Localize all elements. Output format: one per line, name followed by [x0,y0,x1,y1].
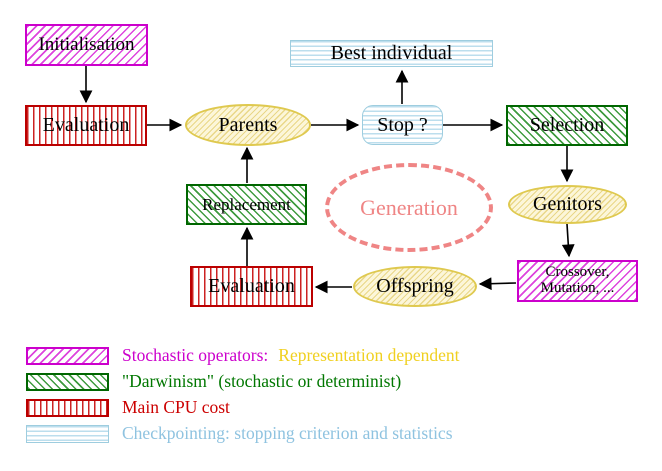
legend-swatch-red-vertical [26,398,109,417]
node-initialisation-label: Initialisation [38,34,135,56]
node-crossover-mutation: Crossover, Mutation, ... [517,260,638,302]
node-parents: Parents [185,104,311,146]
node-evaluation-top: Evaluation [25,105,147,146]
node-offspring-label: Offspring [376,275,454,297]
node-genitors: Genitors [508,185,627,224]
node-evaluation-bottom-label: Evaluation [208,275,295,297]
legend-swatch-green-hatch [26,372,109,391]
legend-label-checkpointing: Checkpointing: stopping criterion and st… [122,423,453,443]
node-stop-label: Stop ? [377,113,428,136]
legend-swatch-cyan-horizontal [26,424,109,443]
legend-row-darwinism: "Darwinism" (stochastic or determinist) [26,371,401,392]
node-replacement: Replacement [186,184,307,225]
node-selection: Selection [506,105,628,146]
arrow-crossover-to-offspring [478,277,517,291]
node-offspring: Offspring [353,266,477,307]
node-crossover-line2: Mutation, ... [540,280,615,296]
node-selection-label: Selection [529,114,605,136]
legend-label-main-cpu-cost: Main CPU cost [122,397,230,417]
node-genitors-label: Genitors [533,193,602,215]
node-replacement-label: Replacement [202,194,291,214]
legend-swatch-magenta-hatch [26,346,109,365]
legend-label-stochastic-operators: Stochastic operators: [122,345,269,365]
node-evaluation-top-label: Evaluation [42,114,130,136]
node-initialisation: Initialisation [25,24,148,66]
node-crossover-line1: Crossover, [545,264,610,281]
legend-row-checkpointing: Checkpointing: stopping criterion and st… [26,423,453,444]
legend-label-darwinism: "Darwinism" (stochastic or determinist) [122,371,402,391]
legend-label-representation-dependent: Representation dependent [278,345,460,365]
node-evaluation-bottom: Evaluation [190,266,313,307]
node-best-individual-label: Best individual [330,42,453,64]
generation-label: Generation [360,194,458,220]
node-parents-label: Parents [218,113,278,136]
legend-row-stochastic-operators: Stochastic operators: Representation dep… [26,345,460,366]
legend-row-main-cpu-cost: Main CPU cost [26,397,230,418]
arrow-genitors-to-crossover [561,223,575,258]
generation-loop-ellipse: Generation [325,163,493,252]
node-best-individual: Best individual [290,40,493,67]
node-stop: Stop ? [362,105,443,145]
